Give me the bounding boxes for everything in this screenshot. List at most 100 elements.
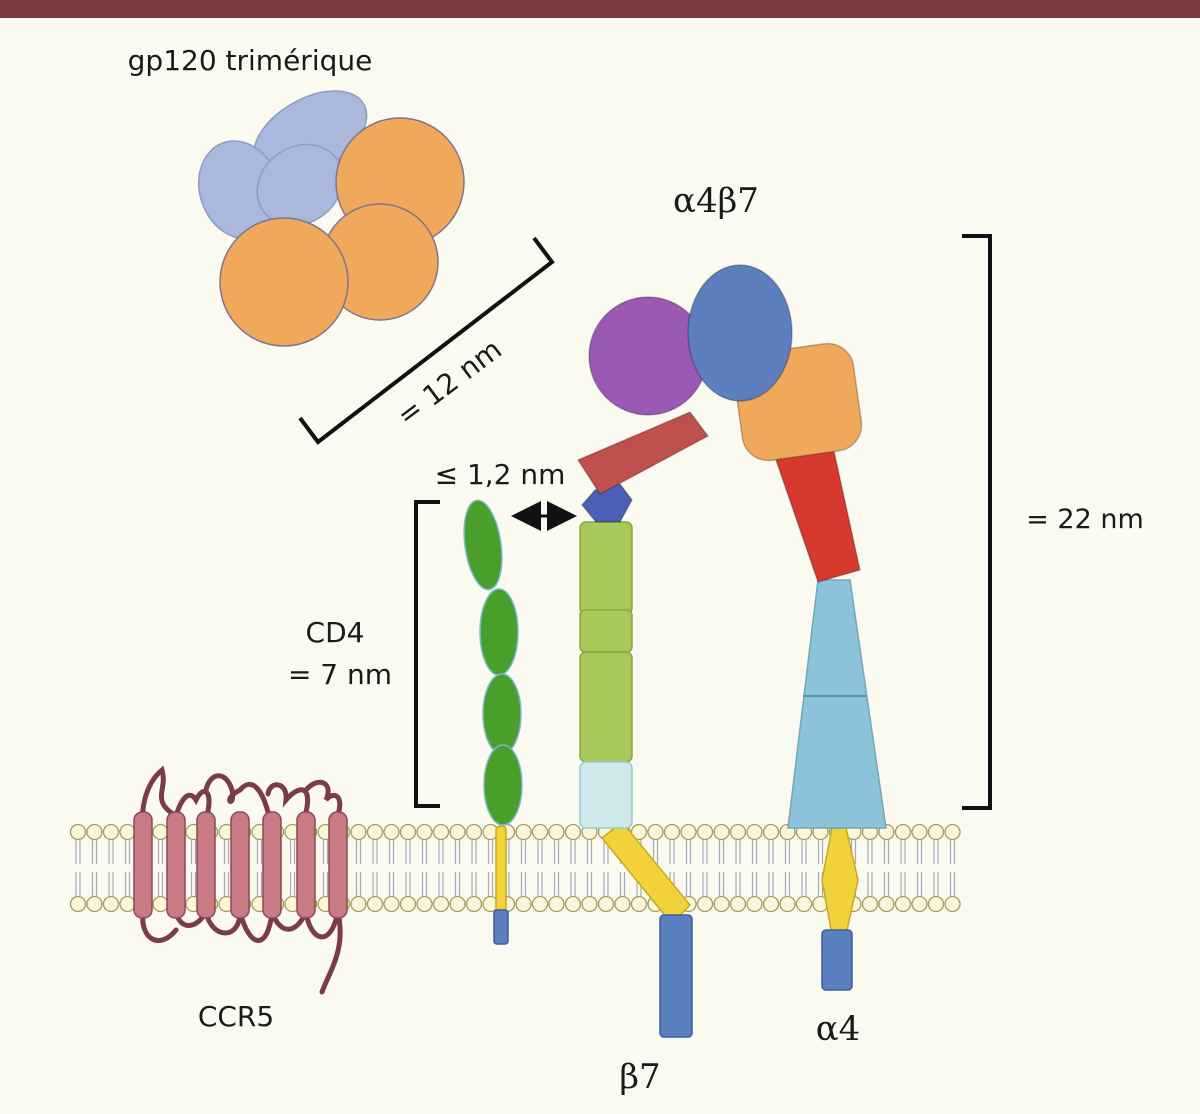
lipid-head bbox=[383, 895, 400, 913]
lipid-tail bbox=[933, 840, 939, 896]
lipid-head bbox=[350, 823, 367, 841]
cd4-length-label: = 7 nm bbox=[288, 658, 392, 691]
lipid-head bbox=[894, 895, 912, 913]
lipid-head bbox=[531, 823, 549, 841]
lipid-head bbox=[911, 823, 928, 841]
cd4-length-bracket bbox=[414, 500, 440, 808]
lipid-tail bbox=[702, 840, 708, 896]
lipid-tail bbox=[916, 840, 923, 896]
lipid-head bbox=[102, 895, 120, 913]
alpha4-subunit bbox=[687, 264, 887, 991]
lipid-head bbox=[515, 823, 532, 841]
beta7-psi-domain bbox=[581, 483, 633, 523]
lipid-tail bbox=[124, 840, 131, 896]
lipid-head bbox=[680, 823, 697, 841]
lipid-head bbox=[663, 823, 681, 841]
lipid-tail bbox=[421, 840, 428, 896]
lipid-tail bbox=[553, 840, 560, 896]
beta7-leg-foot bbox=[579, 761, 633, 829]
alpha4-transmembrane bbox=[821, 827, 859, 936]
lipid-head bbox=[927, 823, 945, 841]
lipid-head bbox=[465, 895, 483, 913]
lipid-head bbox=[944, 895, 961, 913]
lipid-head bbox=[713, 895, 730, 913]
lipid-tail bbox=[652, 840, 659, 896]
lipid-tail bbox=[388, 840, 395, 896]
lipid-tail bbox=[487, 840, 494, 896]
lipid-head bbox=[102, 823, 120, 841]
lipid-head bbox=[432, 895, 450, 913]
ccr5-transmembrane-helix bbox=[296, 811, 316, 919]
lipid-head bbox=[944, 823, 961, 841]
lipid-tail bbox=[190, 840, 197, 896]
lipid-head bbox=[696, 895, 714, 913]
lipid-head bbox=[152, 823, 169, 841]
ccr5-transmembrane-helix bbox=[328, 811, 348, 919]
lipid-head bbox=[548, 895, 565, 913]
lipid-tail bbox=[108, 840, 114, 896]
lipid-tail bbox=[537, 840, 543, 896]
lipid-tail bbox=[669, 840, 675, 896]
lipid-head bbox=[69, 823, 87, 841]
lipid-head bbox=[531, 895, 549, 913]
lipid-tail bbox=[75, 840, 81, 896]
lipid-head bbox=[894, 823, 912, 841]
lipid-head bbox=[911, 895, 928, 913]
gp120-orange-subunit bbox=[219, 217, 349, 347]
ccr5-transmembrane-helix bbox=[166, 811, 186, 919]
lipid-tail bbox=[768, 840, 774, 896]
gp120-width-label: = 12 nm bbox=[391, 333, 508, 433]
gp120-width-bracket bbox=[298, 236, 555, 445]
lipid-head bbox=[729, 823, 747, 841]
lipid-tail bbox=[322, 840, 329, 896]
cd4-receptor bbox=[463, 499, 523, 945]
lipid-tail bbox=[355, 840, 362, 896]
integrin-height-label: = 22 nm bbox=[1026, 504, 1144, 535]
lipid-tail bbox=[570, 840, 576, 896]
gp120-title: gp120 trimérique bbox=[128, 44, 373, 77]
beta7-leg-segment bbox=[579, 651, 633, 763]
gap-label: ≤ 1,2 nm bbox=[435, 458, 566, 491]
alpha4-label: α4 bbox=[816, 1009, 861, 1049]
lipid-head bbox=[416, 823, 433, 841]
lipid-head bbox=[614, 895, 631, 913]
lipid-head bbox=[366, 823, 384, 841]
lipid-head bbox=[746, 823, 763, 841]
lipid-head bbox=[878, 895, 895, 913]
lipid-tail bbox=[735, 840, 741, 896]
ccr5-transmembrane-helix bbox=[230, 811, 250, 919]
cd4-domain bbox=[463, 499, 503, 591]
beta7-subunit bbox=[576, 296, 710, 1038]
lipid-head bbox=[399, 823, 417, 841]
lipid-head bbox=[630, 895, 648, 913]
lipid-head bbox=[449, 895, 466, 913]
cd4-domain bbox=[479, 588, 519, 676]
alpha4-thigh-red bbox=[775, 441, 861, 583]
lipid-head bbox=[581, 895, 598, 913]
lipid-head bbox=[762, 895, 780, 913]
lipid-head bbox=[432, 823, 450, 841]
lipid-head bbox=[630, 823, 648, 841]
ccr5-transmembrane-helix bbox=[133, 811, 153, 919]
lipid-head bbox=[350, 895, 367, 913]
top-border-bar bbox=[0, 0, 1200, 18]
lipid-tail bbox=[438, 840, 444, 896]
lipid-head bbox=[762, 823, 780, 841]
alpha4-calf-leg bbox=[787, 579, 887, 829]
lipid-tail bbox=[867, 840, 873, 896]
lipid-tail bbox=[372, 840, 378, 896]
ccr5-transmembrane-helix bbox=[196, 811, 216, 919]
cd4-cytoplasmic-tail bbox=[493, 909, 509, 945]
lipid-tail bbox=[784, 840, 791, 896]
lipid-head bbox=[119, 895, 136, 913]
lipid-tail bbox=[223, 840, 230, 896]
gp120-blue-lobe bbox=[256, 143, 344, 227]
lipid-head bbox=[597, 895, 615, 913]
cd4-domain bbox=[482, 673, 522, 755]
lipid-tail bbox=[91, 840, 98, 896]
lipid-head bbox=[564, 895, 582, 913]
lipid-tail bbox=[718, 840, 725, 896]
lipid-tail bbox=[817, 840, 824, 896]
gp120-trimer bbox=[197, 90, 465, 347]
